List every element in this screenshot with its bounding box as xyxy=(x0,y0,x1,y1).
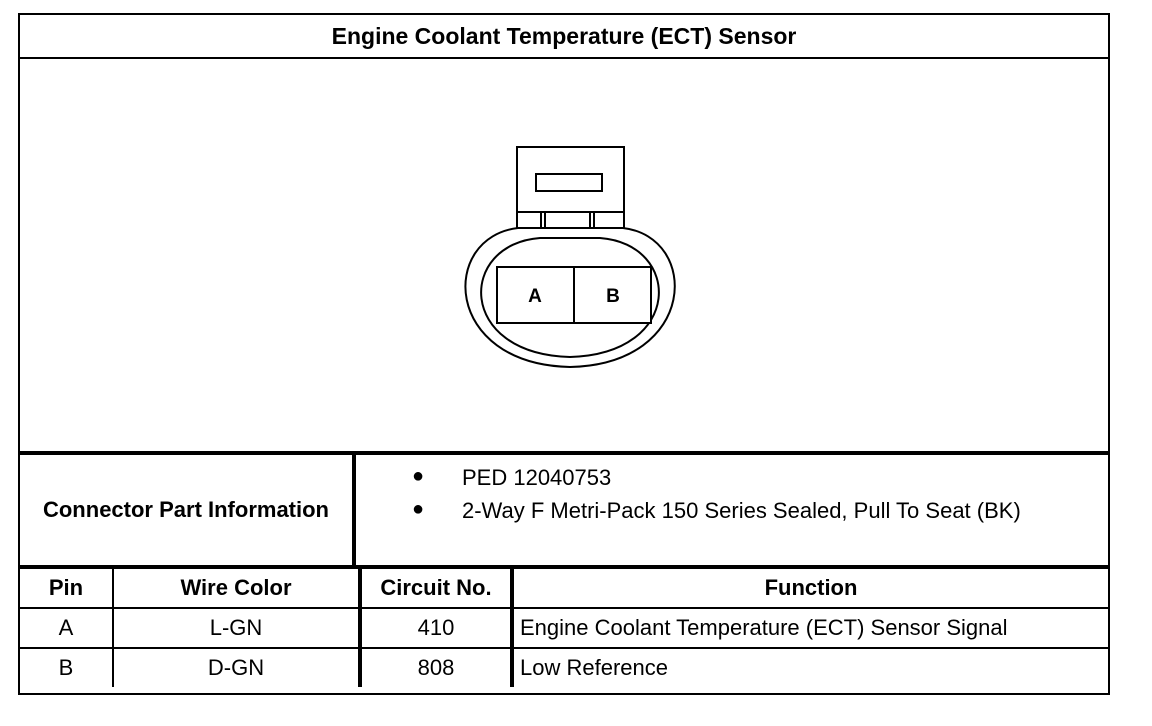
latch-window xyxy=(535,173,603,192)
pin-table: Pin Wire Color Circuit No. Function A L-… xyxy=(20,569,1108,687)
connector-sheet: Engine Coolant Temperature (ECT) Sensor … xyxy=(18,13,1110,695)
part-info-label: Connector Part Information xyxy=(20,455,356,565)
cell-wire-color: L-GN xyxy=(112,607,362,649)
cell-function: Engine Coolant Temperature (ECT) Sensor … xyxy=(511,607,1108,649)
part-info-list: ● PED 12040753 ● 2-Way F Metri-Pack 150 … xyxy=(412,465,1021,523)
connector-drawing: A B xyxy=(464,146,676,369)
table-row: A L-GN 410 Engine Coolant Temperature (E… xyxy=(20,607,1108,649)
cell-pin: A xyxy=(20,607,114,649)
table-header-row: Pin Wire Color Circuit No. Function xyxy=(20,569,1108,609)
bullet-icon: ● xyxy=(412,465,425,487)
table-row: B D-GN 808 Low Reference xyxy=(20,647,1108,687)
cavity-a xyxy=(496,266,575,324)
pin-label-b: B xyxy=(606,286,620,307)
cell-circuit-no: 410 xyxy=(359,607,514,649)
connector-part-info: Connector Part Information ● PED 1204075… xyxy=(20,451,1108,569)
cell-function: Low Reference xyxy=(511,647,1108,687)
cell-wire-color: D-GN xyxy=(112,647,362,687)
header-function: Function xyxy=(511,569,1108,609)
connector-diagram: A B xyxy=(20,59,1108,451)
cell-circuit-no: 808 xyxy=(359,647,514,687)
pin-label-a: A xyxy=(528,286,542,307)
header-pin: Pin xyxy=(20,569,114,609)
cavity-b xyxy=(573,266,652,324)
page-title: Engine Coolant Temperature (ECT) Sensor xyxy=(20,15,1108,59)
header-wire-color: Wire Color xyxy=(112,569,362,609)
bullet-icon: ● xyxy=(412,498,425,520)
cell-pin: B xyxy=(20,647,114,687)
header-circuit-no: Circuit No. xyxy=(359,569,514,609)
latch-base xyxy=(516,211,625,229)
